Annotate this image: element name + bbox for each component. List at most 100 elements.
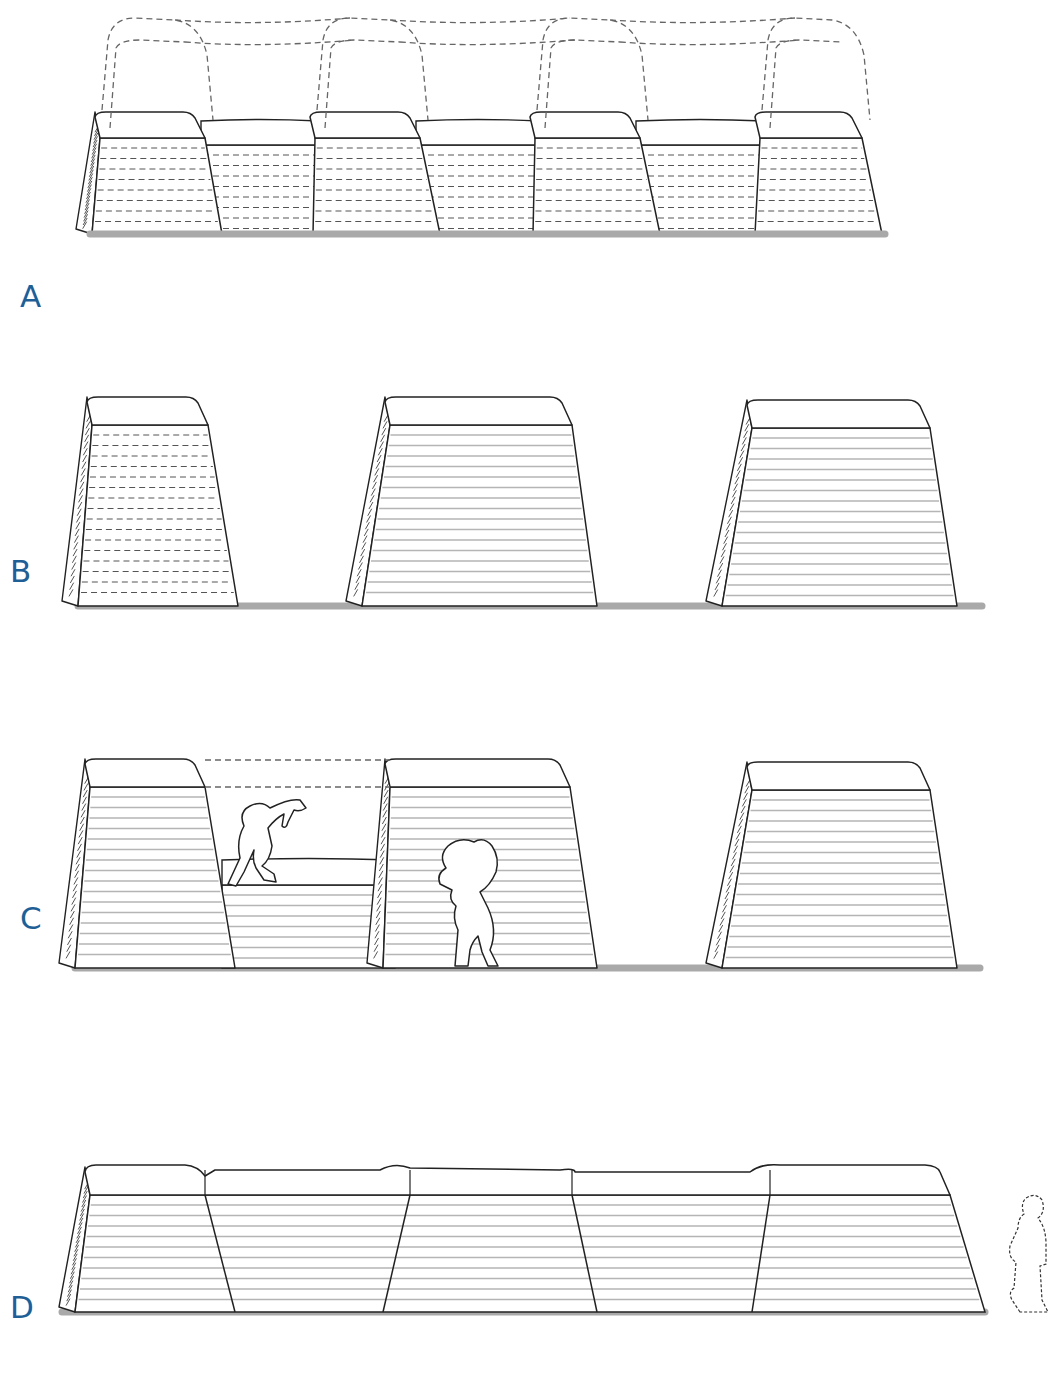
- earth-course-line: [743, 490, 937, 491]
- ground-line: [90, 231, 885, 238]
- side-hatch: [741, 444, 745, 451]
- earth-course-line: [745, 841, 936, 842]
- earth-course-line: [82, 912, 224, 913]
- earth-course-line: [81, 922, 226, 923]
- earth-course-line: [418, 165, 537, 166]
- side-hatch: [726, 523, 730, 530]
- earth-course-line: [316, 200, 431, 201]
- earth-course-line: [373, 550, 588, 551]
- block-top-face: [385, 759, 570, 787]
- side-hatch: [725, 530, 729, 537]
- earth-course-line: [749, 458, 933, 459]
- side-hatch: [742, 799, 746, 806]
- earth-course-line: [84, 1257, 967, 1258]
- side-hatch: [742, 437, 746, 444]
- block-front-face: [78, 425, 238, 606]
- earth-block: [346, 397, 597, 606]
- side-hatch: [719, 925, 723, 932]
- earth-course-line: [638, 197, 762, 198]
- side-hatch: [735, 477, 739, 484]
- side-hatch: [74, 542, 78, 549]
- block-front-face: [75, 787, 235, 968]
- side-hatch: [83, 448, 87, 455]
- side-hatch: [720, 918, 724, 925]
- earth-course-line: [224, 894, 393, 895]
- side-hatch: [70, 576, 74, 583]
- earth-course-line: [368, 581, 592, 582]
- earth-course-line: [418, 186, 537, 187]
- earth-block: [530, 112, 660, 234]
- side-hatch: [83, 790, 87, 797]
- side-hatch: [82, 804, 86, 811]
- earth-course-line: [91, 1204, 951, 1205]
- earth-course-line: [90, 477, 215, 478]
- earth-course-line: [92, 445, 209, 446]
- earth-course-line: [366, 592, 593, 593]
- side-hatch: [368, 509, 372, 516]
- section-joint: [572, 1195, 597, 1312]
- side-hatch: [77, 509, 81, 516]
- side-hatch: [82, 462, 86, 469]
- side-hatch: [377, 898, 381, 905]
- side-hatch: [372, 482, 376, 489]
- side-hatch: [383, 421, 387, 428]
- side-hatch: [382, 428, 386, 435]
- earth-course-line: [86, 859, 215, 860]
- earth-course-line: [418, 176, 537, 177]
- earth-course-line: [742, 500, 939, 501]
- section-joint: [383, 1195, 410, 1312]
- side-hatch: [716, 576, 720, 583]
- earth-block: [706, 762, 957, 968]
- side-hatch: [70, 911, 74, 918]
- side-hatch: [370, 495, 374, 502]
- block-top-face: [747, 762, 930, 790]
- earth-course-line: [738, 521, 942, 522]
- side-hatch: [740, 813, 744, 820]
- side-hatch: [357, 569, 361, 576]
- side-hatch: [381, 837, 385, 844]
- side-hatch: [741, 806, 745, 813]
- earth-course-line: [81, 592, 234, 593]
- infill-top-face: [636, 120, 764, 146]
- side-hatch: [76, 515, 80, 522]
- block-front-face: [755, 138, 882, 234]
- earth-course-line: [224, 926, 393, 927]
- side-hatch: [716, 938, 720, 945]
- worker-silhouette: [228, 800, 306, 886]
- earth-block: [367, 759, 597, 968]
- formwork-outline: [185, 40, 355, 45]
- earth-course-line: [536, 190, 649, 191]
- side-hatch: [379, 871, 383, 878]
- side-hatch: [381, 435, 385, 442]
- earth-course-line: [758, 211, 875, 212]
- block-top-face: [747, 400, 930, 428]
- side-hatch: [86, 421, 90, 428]
- side-hatch: [740, 451, 744, 458]
- earth-course-line: [535, 221, 655, 222]
- side-hatch: [381, 844, 385, 851]
- earth-course-line: [758, 221, 878, 222]
- side-hatch: [724, 537, 728, 544]
- earth-course-line: [83, 561, 228, 562]
- formwork-outline: [205, 786, 390, 787]
- side-hatch: [369, 502, 373, 509]
- earth-course-line: [749, 820, 933, 821]
- side-hatch: [79, 495, 83, 502]
- earth-course-line: [638, 165, 762, 166]
- side-hatch: [66, 1299, 70, 1306]
- side-hatch: [376, 462, 380, 469]
- earth-block: [310, 112, 440, 234]
- side-hatch: [367, 515, 371, 522]
- earth-course-line: [88, 1225, 957, 1226]
- side-hatch: [67, 945, 71, 952]
- earth-course-line: [761, 158, 864, 159]
- earth-course-line: [96, 211, 216, 212]
- block-front-face: [722, 428, 957, 606]
- earth-block: [706, 400, 957, 606]
- earth-course-line: [371, 560, 589, 561]
- side-hatch: [721, 550, 725, 557]
- block-front-face: [92, 138, 222, 234]
- side-hatch: [380, 857, 384, 864]
- side-hatch: [363, 536, 367, 543]
